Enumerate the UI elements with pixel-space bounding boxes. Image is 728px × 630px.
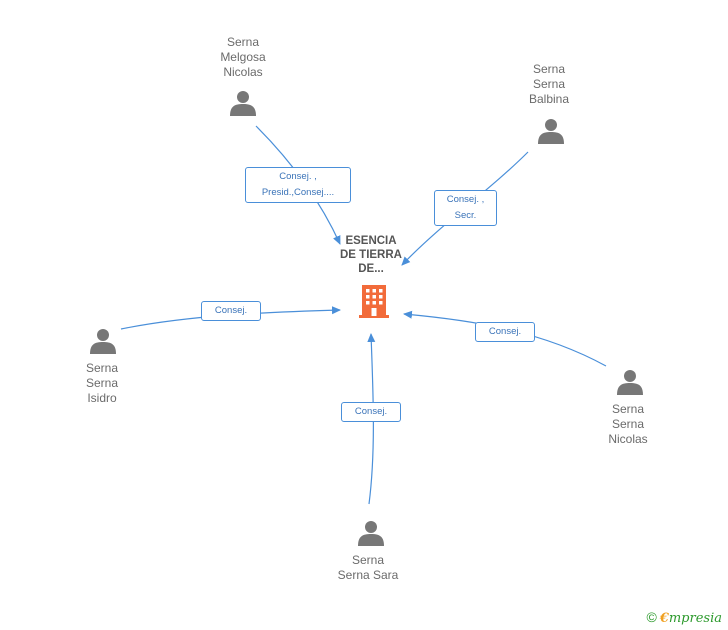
person-name-melgosa[interactable]: Serna Melgosa Nicolas (220, 35, 266, 79)
person-icon[interactable] (230, 91, 256, 116)
person-icon[interactable] (90, 329, 116, 354)
person-name-isidro[interactable]: Serna Serna Isidro (85, 361, 119, 405)
relation-label-melgosa[interactable]: Consej. , Presid.,Consej.... (245, 167, 351, 203)
relation-label-nicolas[interactable]: Consej. (475, 322, 535, 342)
company-name[interactable]: ESENCIA DE TIERRA DE... (340, 235, 402, 275)
building-icon[interactable] (359, 285, 389, 318)
relation-label-balbina[interactable]: Consej. , Secr. (434, 190, 497, 226)
relation-label-sara[interactable]: Consej. (341, 402, 401, 422)
person-name-sara[interactable]: Serna Serna Sara (337, 553, 399, 582)
person-icon[interactable] (617, 370, 643, 395)
person-name-balbina[interactable]: Serna Serna Balbina (528, 62, 570, 106)
relation-label-isidro[interactable]: Consej. (201, 301, 261, 321)
brand-logo-mark: € (659, 611, 669, 626)
brand-logo-text: mpresia (668, 611, 722, 626)
person-icon[interactable] (538, 119, 564, 144)
copyright-symbol: © (646, 609, 657, 625)
person-name-nicolas[interactable]: Serna Serna Nicolas (608, 402, 648, 446)
person-icon[interactable] (358, 521, 384, 546)
footer-brand: ©€mpresia (646, 609, 722, 626)
